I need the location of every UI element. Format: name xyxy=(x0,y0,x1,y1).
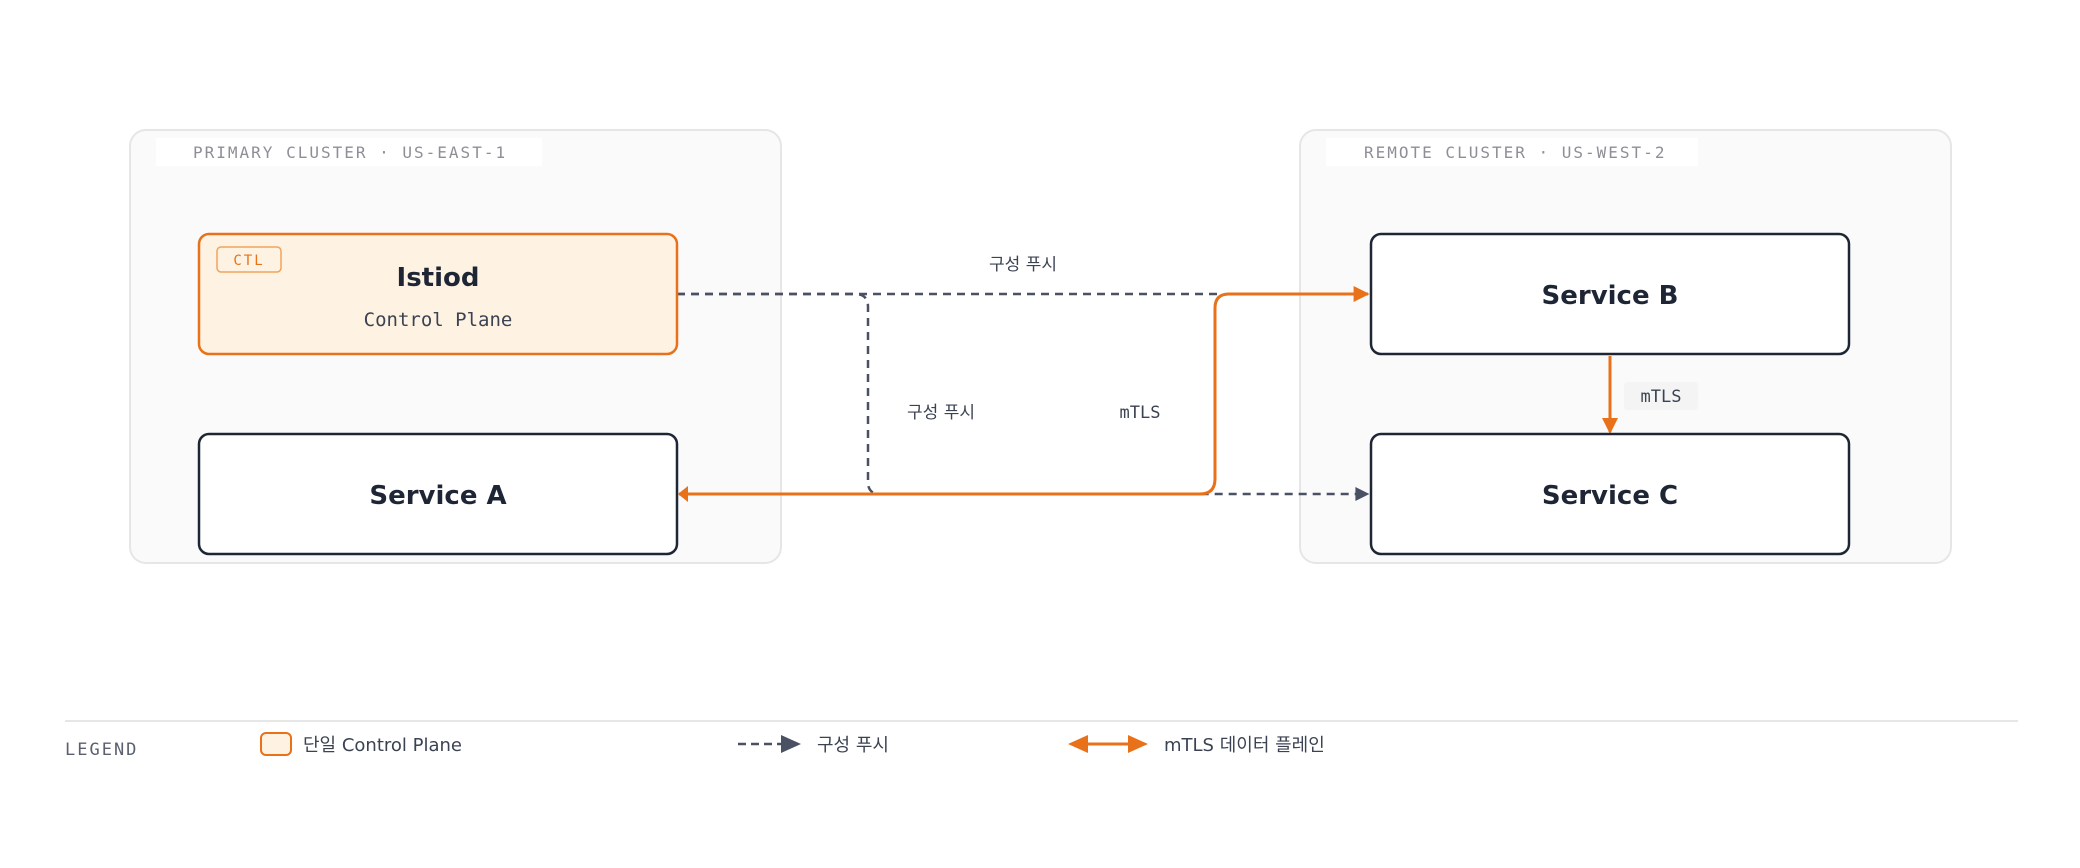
service-b-node[interactable]: Service B xyxy=(1369,232,1851,356)
remote-cluster-label-bg xyxy=(1326,138,1698,166)
service-a-node[interactable]: Service A xyxy=(197,432,679,556)
service-c-node[interactable]: Service C xyxy=(1369,432,1851,556)
mtls-edge-b-to-c-arrowhead xyxy=(1602,418,1618,434)
primary-cluster-label: PRIMARY CLUSTER · US-EAST-1 xyxy=(193,143,507,162)
legend: LEGEND 단일 Control Plane 구성 푸시 mTLS 데이터 플… xyxy=(65,720,2018,760)
service-b-box[interactable] xyxy=(1369,232,1851,356)
istiod-title: Istiod xyxy=(397,263,480,293)
ctl-badge xyxy=(216,246,282,273)
legend-title: LEGEND xyxy=(65,740,138,760)
config-push-label-top: 구성 푸시 xyxy=(989,255,1057,275)
service-a-box[interactable] xyxy=(197,432,679,556)
service-c-box[interactable] xyxy=(1369,432,1851,556)
mtls-label-b-c: mTLS xyxy=(1641,387,1682,407)
primary-cluster-label-bg xyxy=(156,138,542,166)
mtls-label-b-c-bg xyxy=(1624,382,1698,410)
service-c-title: Service C xyxy=(1542,481,1678,511)
mtls-edge-a-to-b xyxy=(679,286,1370,496)
remote-cluster-label: REMOTE CLUSTER · US-WEST-2 xyxy=(1364,143,1666,162)
legend-control-plane-swatch xyxy=(260,732,292,756)
legend-mtls-arrowhead-left xyxy=(1068,735,1088,753)
mtls-label-a-b: mTLS xyxy=(1120,403,1161,423)
legend-config-push-arrowhead xyxy=(781,735,801,753)
legend-mtls-label: mTLS 데이터 플레인 xyxy=(1164,735,1325,756)
service-b-title: Service B xyxy=(1542,281,1679,311)
legend-control-plane-label: 단일 Control Plane xyxy=(303,735,462,756)
config-push-edge-istiod-to-c xyxy=(677,292,1370,501)
service-a-mtls-start-arrow xyxy=(678,486,688,502)
istiod-box[interactable] xyxy=(197,232,679,356)
istiod-subtitle: Control Plane xyxy=(364,309,513,331)
config-push-label-down: 구성 푸시 xyxy=(907,403,975,423)
legend-config-push-label: 구성 푸시 xyxy=(817,735,889,756)
legend-mtls-arrowhead-right xyxy=(1128,735,1148,753)
istiod-node[interactable]: CTL Istiod Control Plane xyxy=(197,232,679,356)
ctl-badge-label: CTL xyxy=(233,253,264,269)
service-a-title: Service A xyxy=(369,481,506,511)
